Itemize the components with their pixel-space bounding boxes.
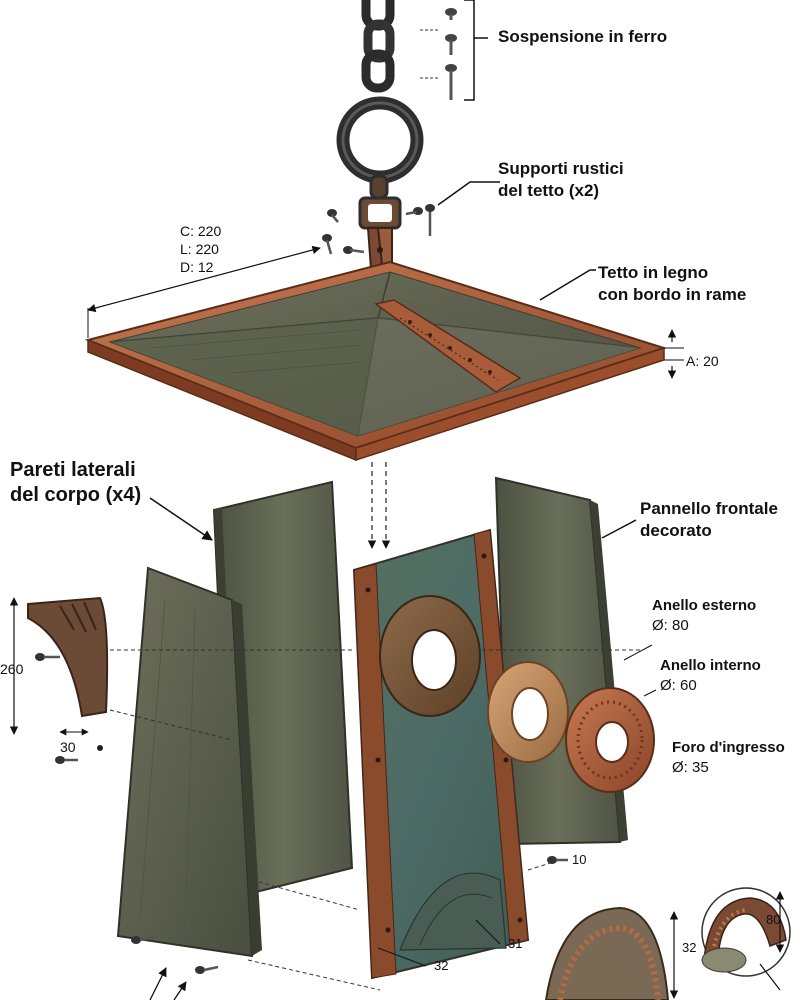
dim-base-32-left: 32: [434, 958, 449, 973]
ring-shackle: [358, 174, 402, 230]
label-roof: Tetto in legno con bordo in rame: [598, 262, 746, 306]
label-roof-supports-line2: del tetto (x2): [498, 181, 600, 200]
label-inner-ring-title: Anello interno: [660, 657, 761, 674]
label-front-panel: Pannello frontale decorato: [640, 498, 778, 542]
label-entry-hole-title: Foro d'ingresso: [672, 739, 785, 756]
label-roof-supports: Supporti rustici del tetto (x2): [498, 158, 624, 202]
dim-base-32-right: 32: [682, 940, 697, 955]
label-roof-dimensions: C: 220 L: 220 D: 12: [180, 222, 221, 276]
dim-roof-d: D: 12: [180, 259, 214, 275]
dim-bracket-height: 260: [0, 661, 24, 677]
dim-roof-c: C: 220: [180, 223, 222, 239]
copper-entry-plate: [565, 687, 655, 793]
label-side-walls: Pareti laterali del corpo (x4): [10, 458, 141, 508]
detail-magnified-circle: [701, 887, 791, 991]
iron-chain: [361, 0, 395, 93]
roof-wood-panels: [108, 271, 642, 437]
base-semicircle-part: [544, 906, 679, 1000]
dim-bracket-width: 30: [60, 739, 76, 755]
roof-copper-strap: [374, 299, 522, 393]
label-side-walls-line1: Pareti laterali: [10, 459, 136, 481]
label-suspension: Sospensione in ferro: [498, 27, 668, 46]
construction-lines: [109, 649, 561, 991]
label-roof-supports-line1: Supporti rustici: [498, 159, 624, 178]
dim-base-31: 31: [508, 936, 523, 951]
bottom-screws: [131, 856, 568, 1000]
label-outer-ring: Anello esterno Ø: 80: [652, 596, 756, 636]
suspension-screws: [420, 0, 488, 101]
roof-dimension-lines: [87, 245, 684, 379]
dim-detail-80: 80: [766, 912, 781, 927]
label-roof-line2: con bordo in rame: [598, 285, 747, 304]
label-front-panel-line2: decorato: [640, 521, 712, 540]
label-front-panel-line1: Pannello frontale: [640, 499, 778, 518]
label-inner-ring: Anello interno Ø: 60: [660, 656, 761, 696]
label-outer-ring-value: Ø: 80: [652, 617, 689, 634]
side-wall-front-left: [116, 566, 262, 958]
label-outer-ring-title: Anello esterno: [652, 597, 757, 614]
dim-roof-l: L: 220: [180, 241, 219, 257]
label-entry-hole: Foro d'ingresso Ø: 35: [672, 738, 785, 778]
inner-ring-loose: [487, 661, 569, 763]
outer-ring-mounted: [379, 595, 481, 717]
label-side-walls-line2: del corpo (x4): [10, 484, 142, 506]
wall-bracket: [9, 596, 109, 764]
label-roof-line1: Tetto in legno: [598, 263, 709, 282]
dim-roof-a: A: 20: [686, 353, 719, 369]
dim-screw-10: 10: [572, 852, 587, 867]
label-inner-ring-value: Ø: 60: [660, 677, 697, 694]
label-entry-hole-value: Ø: 35: [672, 759, 709, 776]
